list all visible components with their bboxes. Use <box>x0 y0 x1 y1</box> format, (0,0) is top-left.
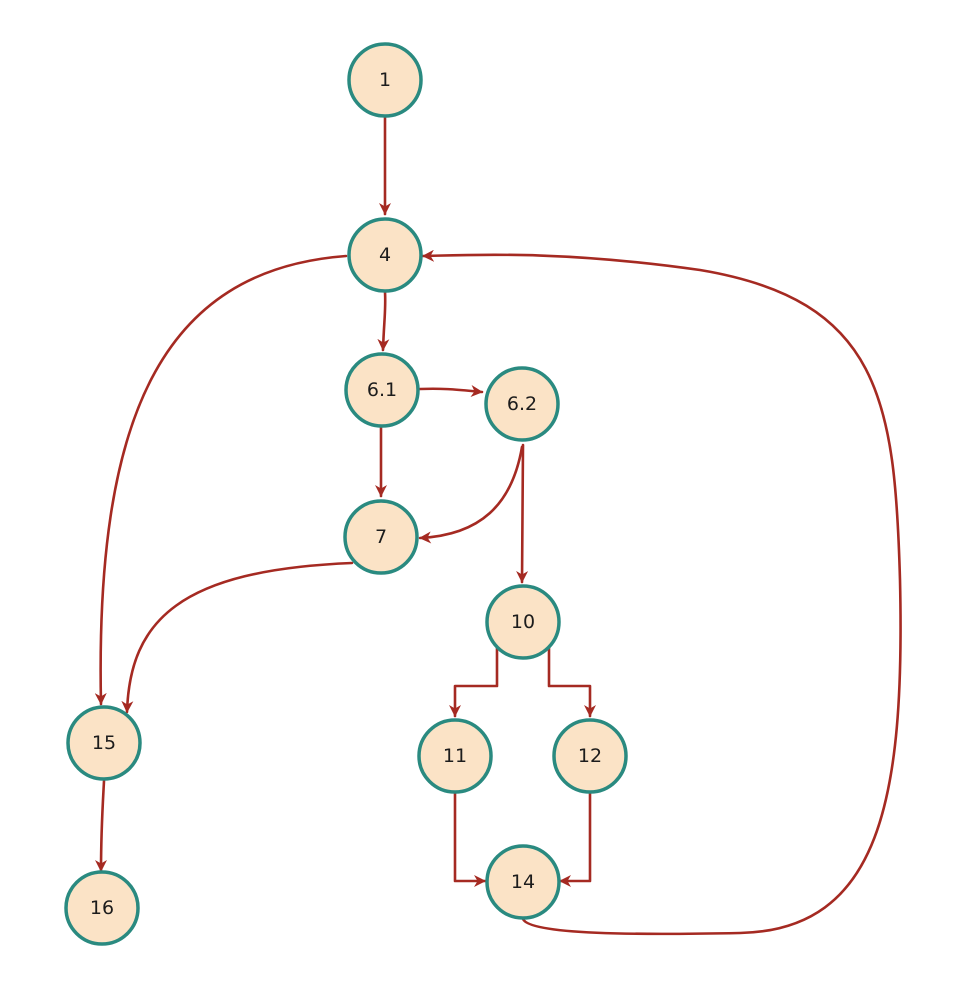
node-12[interactable]: 12 <box>552 718 628 794</box>
node-circle <box>66 705 142 781</box>
node-circle <box>485 584 561 660</box>
node-label: 1 <box>379 69 391 91</box>
node-circle <box>552 718 628 794</box>
edge-4-to-15 <box>94 254 348 706</box>
node-circle <box>343 499 419 575</box>
node-circle <box>347 42 423 118</box>
node-10[interactable]: 10 <box>485 584 561 660</box>
node-16[interactable]: 16 <box>64 870 140 946</box>
edge-14-to-4 <box>421 249 902 936</box>
node-label: 10 <box>511 611 535 633</box>
edge-6.2-to-7 <box>418 445 524 544</box>
node-label: 15 <box>92 732 116 754</box>
node-circle <box>417 718 493 794</box>
node-label: 4 <box>379 244 391 266</box>
node-circle <box>344 352 420 428</box>
edge-6.2-to-10 <box>516 443 529 584</box>
edge-10-to-12 <box>547 646 596 718</box>
node-4[interactable]: 4 <box>347 217 423 293</box>
node-label: 7 <box>375 526 387 548</box>
edges <box>94 115 902 936</box>
node-label: 6.1 <box>367 379 397 401</box>
edge-4-to-6.1 <box>377 290 390 352</box>
node-label: 16 <box>90 897 114 919</box>
node-circle <box>64 870 140 946</box>
node-label: 12 <box>578 745 602 767</box>
node-1[interactable]: 1 <box>347 42 423 118</box>
edge-11-to-14 <box>453 790 487 887</box>
edge-10-to-11 <box>449 646 499 718</box>
node-label: 11 <box>443 745 467 767</box>
node-15[interactable]: 15 <box>66 705 142 781</box>
node-6.1[interactable]: 6.1 <box>344 352 420 428</box>
nodes: 1 4 6.1 6.2 7 10 11 12 <box>64 42 628 946</box>
edge-6.1-to-6.2 <box>418 385 484 397</box>
node-label: 6.2 <box>507 393 537 415</box>
node-6.2[interactable]: 6.2 <box>484 366 560 442</box>
edge-7-to-15 <box>121 561 354 714</box>
node-14[interactable]: 14 <box>485 844 561 920</box>
node-circle <box>347 217 423 293</box>
edge-12-to-14 <box>558 790 592 887</box>
node-circle <box>485 844 561 920</box>
edge-15-to-16 <box>95 779 108 873</box>
node-11[interactable]: 11 <box>417 718 493 794</box>
node-7[interactable]: 7 <box>343 499 419 575</box>
node-label: 14 <box>511 871 535 893</box>
node-circle <box>484 366 560 442</box>
